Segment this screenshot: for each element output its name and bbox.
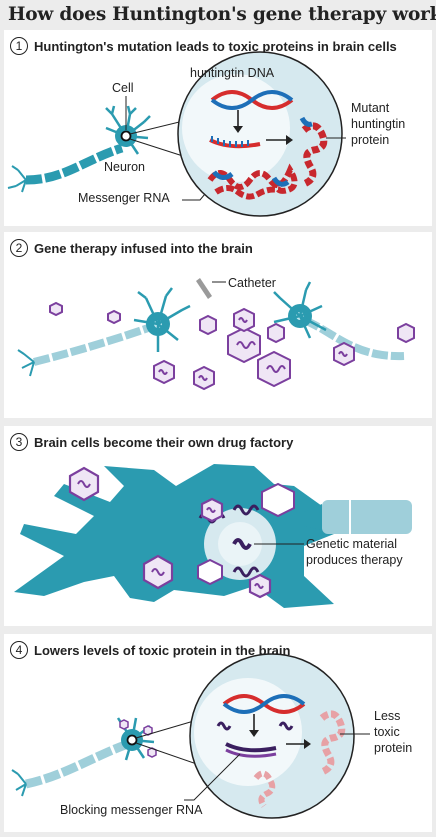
step-1-heading-text: Huntington's mutation leads to toxic pro… [34,38,397,54]
less-protein-icon [319,710,346,776]
messenger-rna-icon [209,136,261,149]
step-1-heading: 1 Huntington's mutation leads to toxic p… [10,36,397,56]
step-1-panel: 1 Huntington's mutation leads to toxic p… [4,30,432,226]
neuron-icon-left [133,287,191,352]
tangled-protein [207,163,298,200]
step-1-illustration: huntingtin DNA Cell Neuron Messenger RNA… [7,51,405,217]
neuron-body-large [14,464,334,608]
axon-large [322,500,412,534]
label-toxic: toxic [374,725,400,739]
step-4-heading-text: Lowers levels of toxic protein in the br… [34,642,291,658]
step-2-illustration: Catheter [17,276,415,391]
step-4-illustration: Less toxic protein Blocking messenger RN… [11,653,412,819]
step-3-heading-text: Brain cells become their own drug factor… [34,434,294,450]
step-3-panel: 3 Brain cells become their own drug fact… [4,426,432,626]
step-1-number: 1 [10,37,28,55]
step-3-number: 3 [10,433,28,451]
virus-icon [397,322,415,344]
label-protein: protein [374,741,412,755]
step-2-panel: 2 Gene therapy infused into the brain Ca… [4,232,432,418]
virus-empty-icon [261,482,295,518]
catheter-icon [196,278,212,299]
label-mutant: Mutant [351,101,390,115]
label-cell: Cell [112,81,134,95]
neuron-icon-right [273,281,327,339]
virus-icon [49,301,63,317]
page-title: How does Huntington's gene therapy work? [8,4,436,25]
label-less: Less [374,709,400,723]
blocking-rna-icon [225,742,277,753]
label-huntingtin: huntingtin [351,117,405,131]
virus-icon [267,322,285,344]
label-blocking-messenger-rna: Blocking messenger RNA [60,803,203,817]
step-3-illustration: Genetic material produces therapy [14,464,412,608]
label-produces-therapy: produces therapy [306,553,403,567]
virus-icon [119,719,129,730]
virus-icon [107,309,121,325]
label-huntingtin-dna: huntingtin DNA [190,66,275,80]
step-4-panel: 4 Lowers levels of toxic protein in the … [4,634,432,832]
label-genetic-material: Genetic material [306,537,397,551]
label-neuron: Neuron [104,160,145,174]
virus-icon [199,314,217,336]
neuron-icon [105,105,151,155]
mutant-protein-icon [301,122,328,188]
dna-icon [222,694,306,714]
step-4-number: 4 [10,641,28,659]
step-3-heading: 3 Brain cells become their own drug fact… [10,432,293,452]
label-protein: protein [351,133,389,147]
step-2-number: 2 [10,239,28,257]
step-2-heading: 2 Gene therapy infused into the brain [10,238,253,258]
virus-empty-icon [197,558,223,586]
step-4-heading: 4 Lowers levels of toxic protein in the … [10,640,290,660]
label-messenger-rna: Messenger RNA [78,191,170,205]
step-2-heading-text: Gene therapy infused into the brain [34,240,253,256]
virus-icon [147,747,157,758]
cell-nucleus [120,130,132,142]
axon [25,143,124,185]
label-catheter: Catheter [228,276,276,290]
dna-icon [210,90,294,110]
